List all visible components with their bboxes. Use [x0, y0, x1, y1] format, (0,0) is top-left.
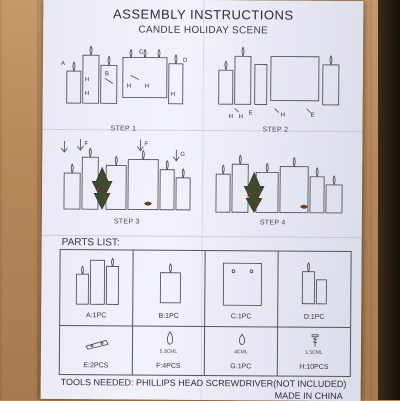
part-cell-f: 5.3CML F:4PCS — [133, 327, 205, 376]
page-subtitle: CANDLE HOLIDAY SCENE — [43, 24, 363, 37]
instruction-sheet: ASSEMBLY INSTRUCTIONS CANDLE HOLIDAY SCE… — [41, 0, 364, 401]
step-3-diagram: F F G — [58, 137, 194, 216]
part-cell-b: B:1PC — [133, 251, 206, 328]
part-cell-e: E:2PCS — [60, 326, 133, 375]
part-b-label: B:1PC — [133, 313, 204, 320]
part-e-label: E:2PCS — [60, 362, 132, 370]
part-h-size: 1.5CML — [278, 350, 350, 357]
screw-icon — [310, 334, 320, 348]
callout-h: H — [85, 77, 89, 83]
callout-h: H — [239, 114, 243, 120]
part-a-label: A:1PC — [60, 312, 132, 320]
part-f-label: F:4PCS — [133, 363, 204, 370]
part-c-drawing — [219, 257, 265, 307]
callout-g: G — [180, 152, 185, 158]
part-a-drawing — [72, 256, 122, 306]
flame-bulb-icon — [237, 333, 247, 347]
step-2-label: STEP 2 — [262, 126, 288, 133]
page-title: ASSEMBLY INSTRUCTIONS — [43, 6, 363, 23]
parts-list-title: PARTS LIST: — [62, 237, 120, 248]
part-cell-h: 1.5CML H:10PCS — [278, 328, 350, 377]
part-e-drawing — [84, 338, 110, 350]
dark-edge — [378, 0, 400, 400]
callout-h: H — [85, 91, 89, 97]
step-1-label: STEP 1 — [110, 125, 136, 132]
parts-grid: A:1PC B:1PC C:1PC — [59, 249, 352, 377]
callout-e: E — [311, 113, 315, 119]
callout-b: B — [105, 71, 109, 77]
part-c-label: C:1PC — [205, 313, 277, 321]
part-g-label: G:1PC — [205, 363, 277, 371]
part-b-drawing — [157, 259, 183, 305]
callout-h: H — [229, 114, 233, 120]
part-d-drawing — [298, 260, 330, 306]
callout-e: E — [249, 110, 253, 116]
step-4-diagram — [212, 150, 347, 217]
holly-icon — [144, 202, 152, 206]
step-3-label: STEP 3 — [114, 218, 140, 225]
part-d-label: D:1PC — [278, 314, 350, 322]
part-cell-a: A:1PC — [60, 250, 134, 327]
made-in: MADE IN CHINA — [275, 391, 343, 401]
step-4-label: STEP 4 — [260, 219, 286, 226]
callout-f: F — [144, 142, 148, 148]
part-cell-g: 4CML G:1PC — [205, 327, 278, 376]
callout-f: F — [84, 141, 88, 147]
tools-needed: TOOLS NEEDED: PHILLIPS HEAD SCREWDRIVER(… — [61, 377, 347, 389]
flame-bulb-icon — [165, 331, 175, 347]
step-1-diagram: A B C D H H H H H — [59, 43, 190, 124]
callout-h: H — [281, 113, 285, 119]
callout-a: A — [61, 61, 65, 67]
part-g-size: 4CML — [205, 349, 277, 356]
callout-d: D — [183, 58, 188, 64]
callout-h: H — [127, 83, 131, 89]
part-cell-d: D:1PC — [278, 252, 351, 329]
christmas-tree-icon — [244, 172, 264, 212]
part-cell-c: C:1PC — [205, 251, 279, 328]
part-h-label: H:10PCS — [278, 364, 350, 372]
step-2-diagram: H H E H E — [215, 46, 346, 121]
holly-icon — [300, 205, 308, 209]
callout-h: H — [171, 92, 175, 98]
christmas-tree-icon — [92, 167, 112, 209]
part-f-size: 5.3CML — [133, 349, 204, 355]
callout-h: H — [145, 84, 149, 90]
callout-c: C — [139, 50, 144, 56]
